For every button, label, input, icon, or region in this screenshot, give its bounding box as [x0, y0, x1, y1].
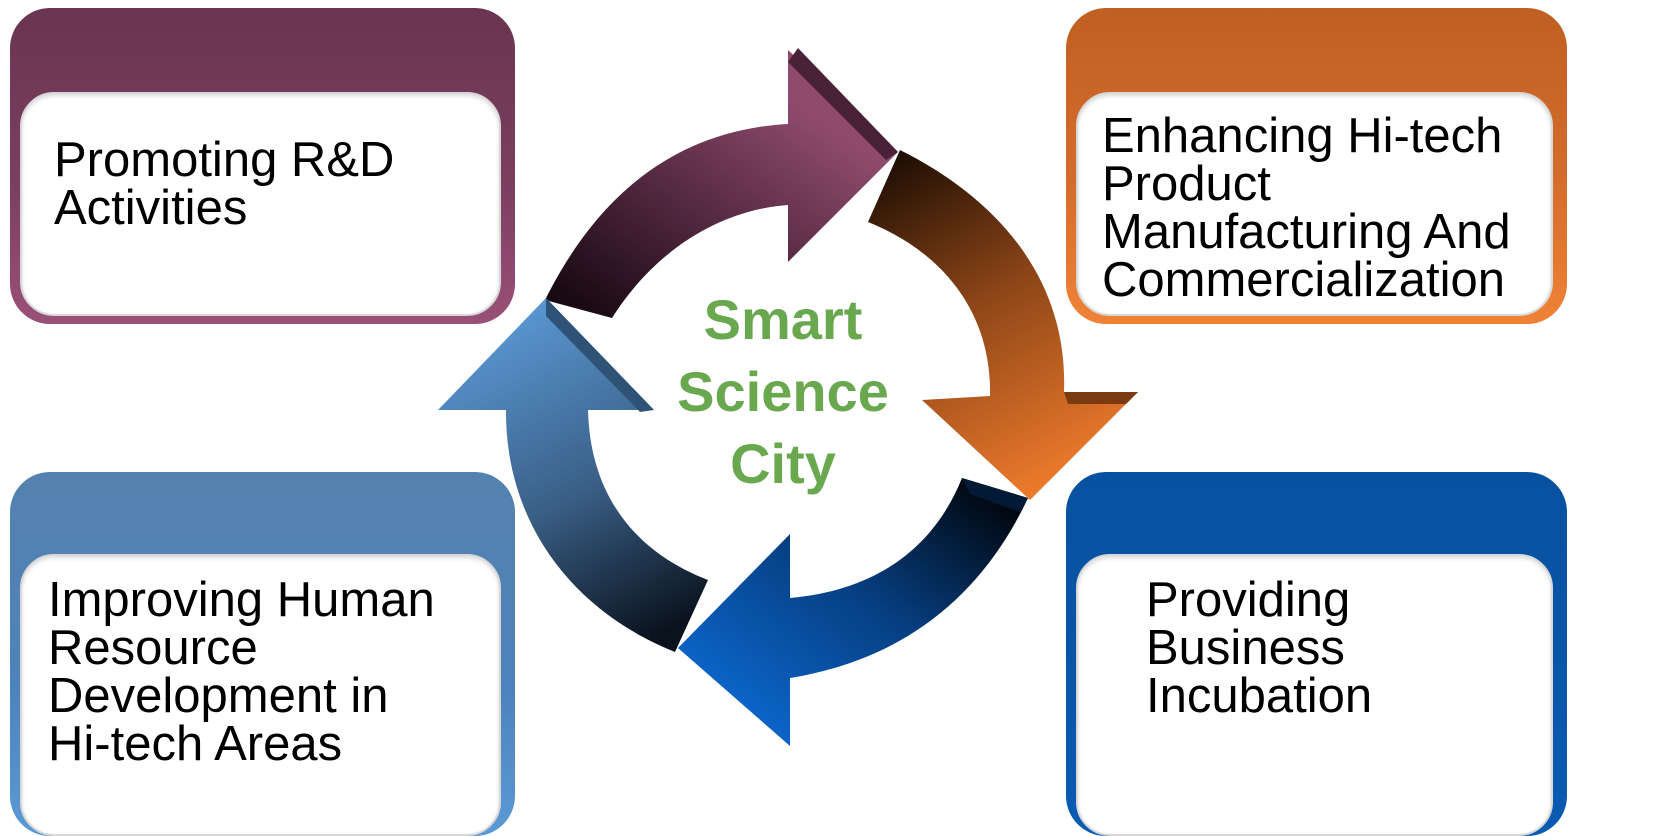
arrow-blue — [678, 478, 1028, 746]
arrow-orange — [868, 150, 1138, 500]
box-inner-panel — [1076, 554, 1553, 836]
box-inner-panel — [20, 92, 501, 316]
box-enhancing-hitech: Enhancing Hi-tech Product Manufacturing … — [1066, 8, 1567, 324]
box-label: Improving Human Resource Development in … — [48, 573, 435, 771]
box-label: Providing Business Incubation — [1146, 573, 1373, 723]
box-business-incubation: Providing Business Incubation — [1066, 472, 1567, 836]
box-improving-hr: Improving Human Resource Development in … — [10, 472, 515, 836]
box-inner-panel — [20, 554, 501, 836]
box-label: Enhancing Hi-tech Product Manufacturing … — [1102, 109, 1511, 307]
arrow-purple — [545, 48, 898, 318]
box-promoting-rd: Promoting R&D Activities — [10, 8, 515, 324]
arrow-light-blue — [438, 298, 708, 652]
box-inner-panel — [1076, 92, 1553, 316]
center-title: Smart Science City — [677, 288, 889, 495]
box-label: Promoting R&D Activities — [54, 133, 395, 235]
